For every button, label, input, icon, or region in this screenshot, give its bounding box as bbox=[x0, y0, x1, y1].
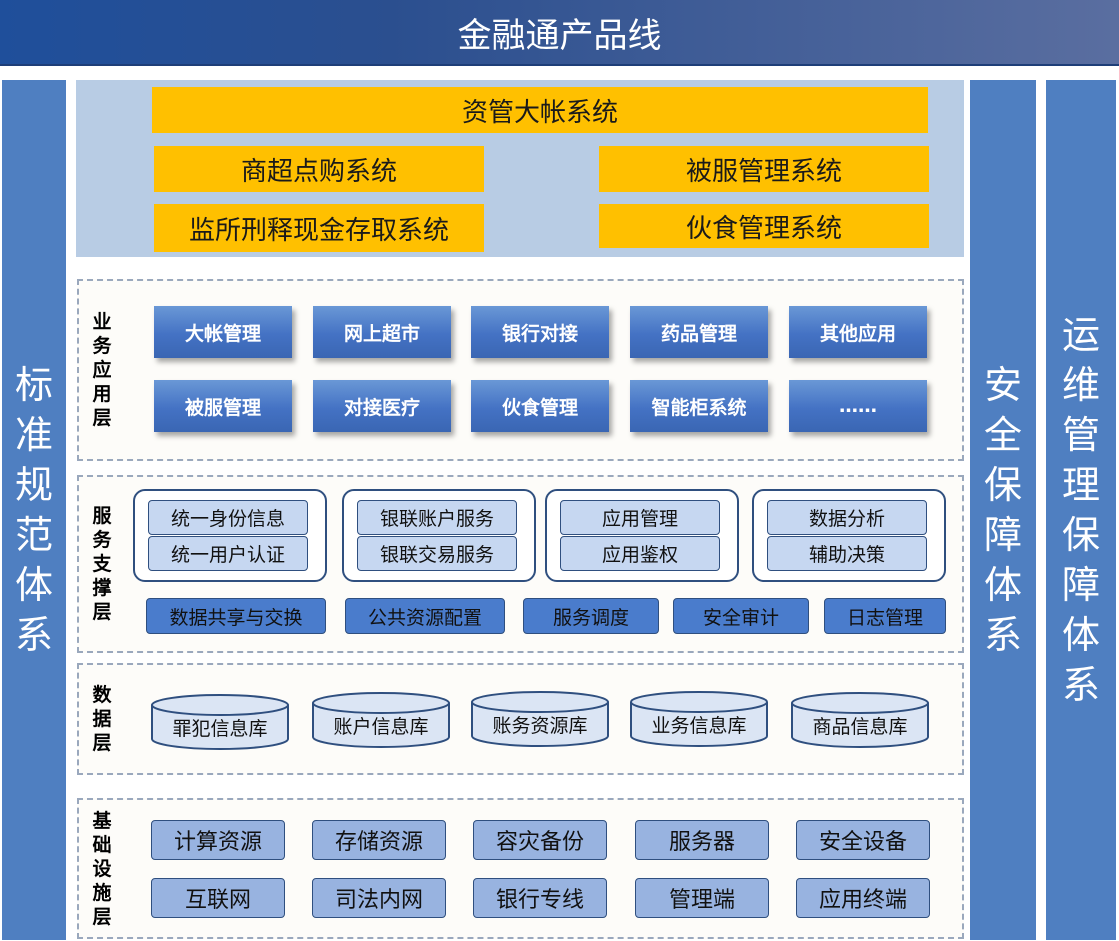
main-account-system: 资管大帐系统 bbox=[152, 87, 928, 133]
criminal-info-db-icon: 罪犯信息库 bbox=[151, 694, 289, 750]
decision-support-box: 辅助决策 bbox=[767, 536, 927, 571]
unionpay-transaction-box: 银联交易服务 bbox=[357, 536, 517, 571]
smart-cabinet-button[interactable]: 智能柜系统 bbox=[630, 380, 768, 432]
unionpay-account-box: 银联账户服务 bbox=[357, 500, 517, 535]
bank-connection-button[interactable]: 银行对接 bbox=[471, 306, 609, 358]
disaster-backup-box: 容灾备份 bbox=[473, 820, 607, 860]
business-layer-label: 业 务 应 用 层 bbox=[92, 311, 112, 429]
product-info-db-icon: 商品信息库 bbox=[791, 692, 929, 748]
infra-layer-label: 基 础 设 施 层 bbox=[92, 810, 112, 928]
online-supermarket-button[interactable]: 网上超市 bbox=[313, 306, 451, 358]
data-sharing-box: 数据共享与交换 bbox=[146, 598, 326, 634]
compute-resource-box: 计算资源 bbox=[151, 820, 285, 860]
unified-auth-box: 统一用户认证 bbox=[148, 536, 308, 571]
management-terminal-box: 管理端 bbox=[635, 878, 769, 918]
food-system: 伙食管理系统 bbox=[599, 204, 929, 248]
more-button[interactable]: …… bbox=[789, 380, 927, 432]
supermarket-system: 商超点购系统 bbox=[154, 146, 484, 192]
business-info-db-icon: 业务信息库 bbox=[630, 691, 768, 747]
bank-line-box: 银行专线 bbox=[473, 878, 607, 918]
clothing-system: 被服管理系统 bbox=[599, 146, 929, 192]
page-title: 金融通产品线 bbox=[0, 0, 1119, 66]
judicial-intranet-box: 司法内网 bbox=[312, 878, 446, 918]
server-box: 服务器 bbox=[635, 820, 769, 860]
cash-system: 监所刑释现金存取系统 bbox=[154, 204, 484, 252]
standard-spec-column: 标 准 规 范 体 系 bbox=[2, 80, 66, 940]
application-terminal-box: 应用终端 bbox=[796, 878, 930, 918]
ops-management-column: 运 维 管 理 保 障 体 系 bbox=[1046, 80, 1116, 940]
resource-config-box: 公共资源配置 bbox=[345, 598, 505, 634]
account-info-db-icon: 账户信息库 bbox=[312, 692, 450, 748]
security-column: 安 全 保 障 体 系 bbox=[970, 80, 1036, 940]
service-dispatch-box: 服务调度 bbox=[523, 598, 659, 634]
other-apps-button[interactable]: 其他应用 bbox=[789, 306, 927, 358]
data-analysis-box: 数据分析 bbox=[767, 500, 927, 535]
medicine-management-button[interactable]: 药品管理 bbox=[630, 306, 768, 358]
clothing-management-button[interactable]: 被服管理 bbox=[154, 380, 292, 432]
account-management-button[interactable]: 大帐管理 bbox=[154, 306, 292, 358]
unified-identity-box: 统一身份信息 bbox=[148, 500, 308, 535]
food-management-button[interactable]: 伙食管理 bbox=[471, 380, 609, 432]
storage-resource-box: 存储资源 bbox=[312, 820, 446, 860]
data-layer-label: 数 据 层 bbox=[92, 684, 112, 754]
finance-resource-db-icon: 账务资源库 bbox=[471, 691, 609, 747]
security-device-box: 安全设备 bbox=[796, 820, 930, 860]
app-management-box: 应用管理 bbox=[560, 500, 720, 535]
internet-box: 互联网 bbox=[151, 878, 285, 918]
service-layer-label: 服 务 支 撑 层 bbox=[92, 505, 112, 623]
medical-connection-button[interactable]: 对接医疗 bbox=[313, 380, 451, 432]
log-management-box: 日志管理 bbox=[824, 598, 946, 634]
security-audit-box: 安全审计 bbox=[673, 598, 809, 634]
app-auth-box: 应用鉴权 bbox=[560, 536, 720, 571]
